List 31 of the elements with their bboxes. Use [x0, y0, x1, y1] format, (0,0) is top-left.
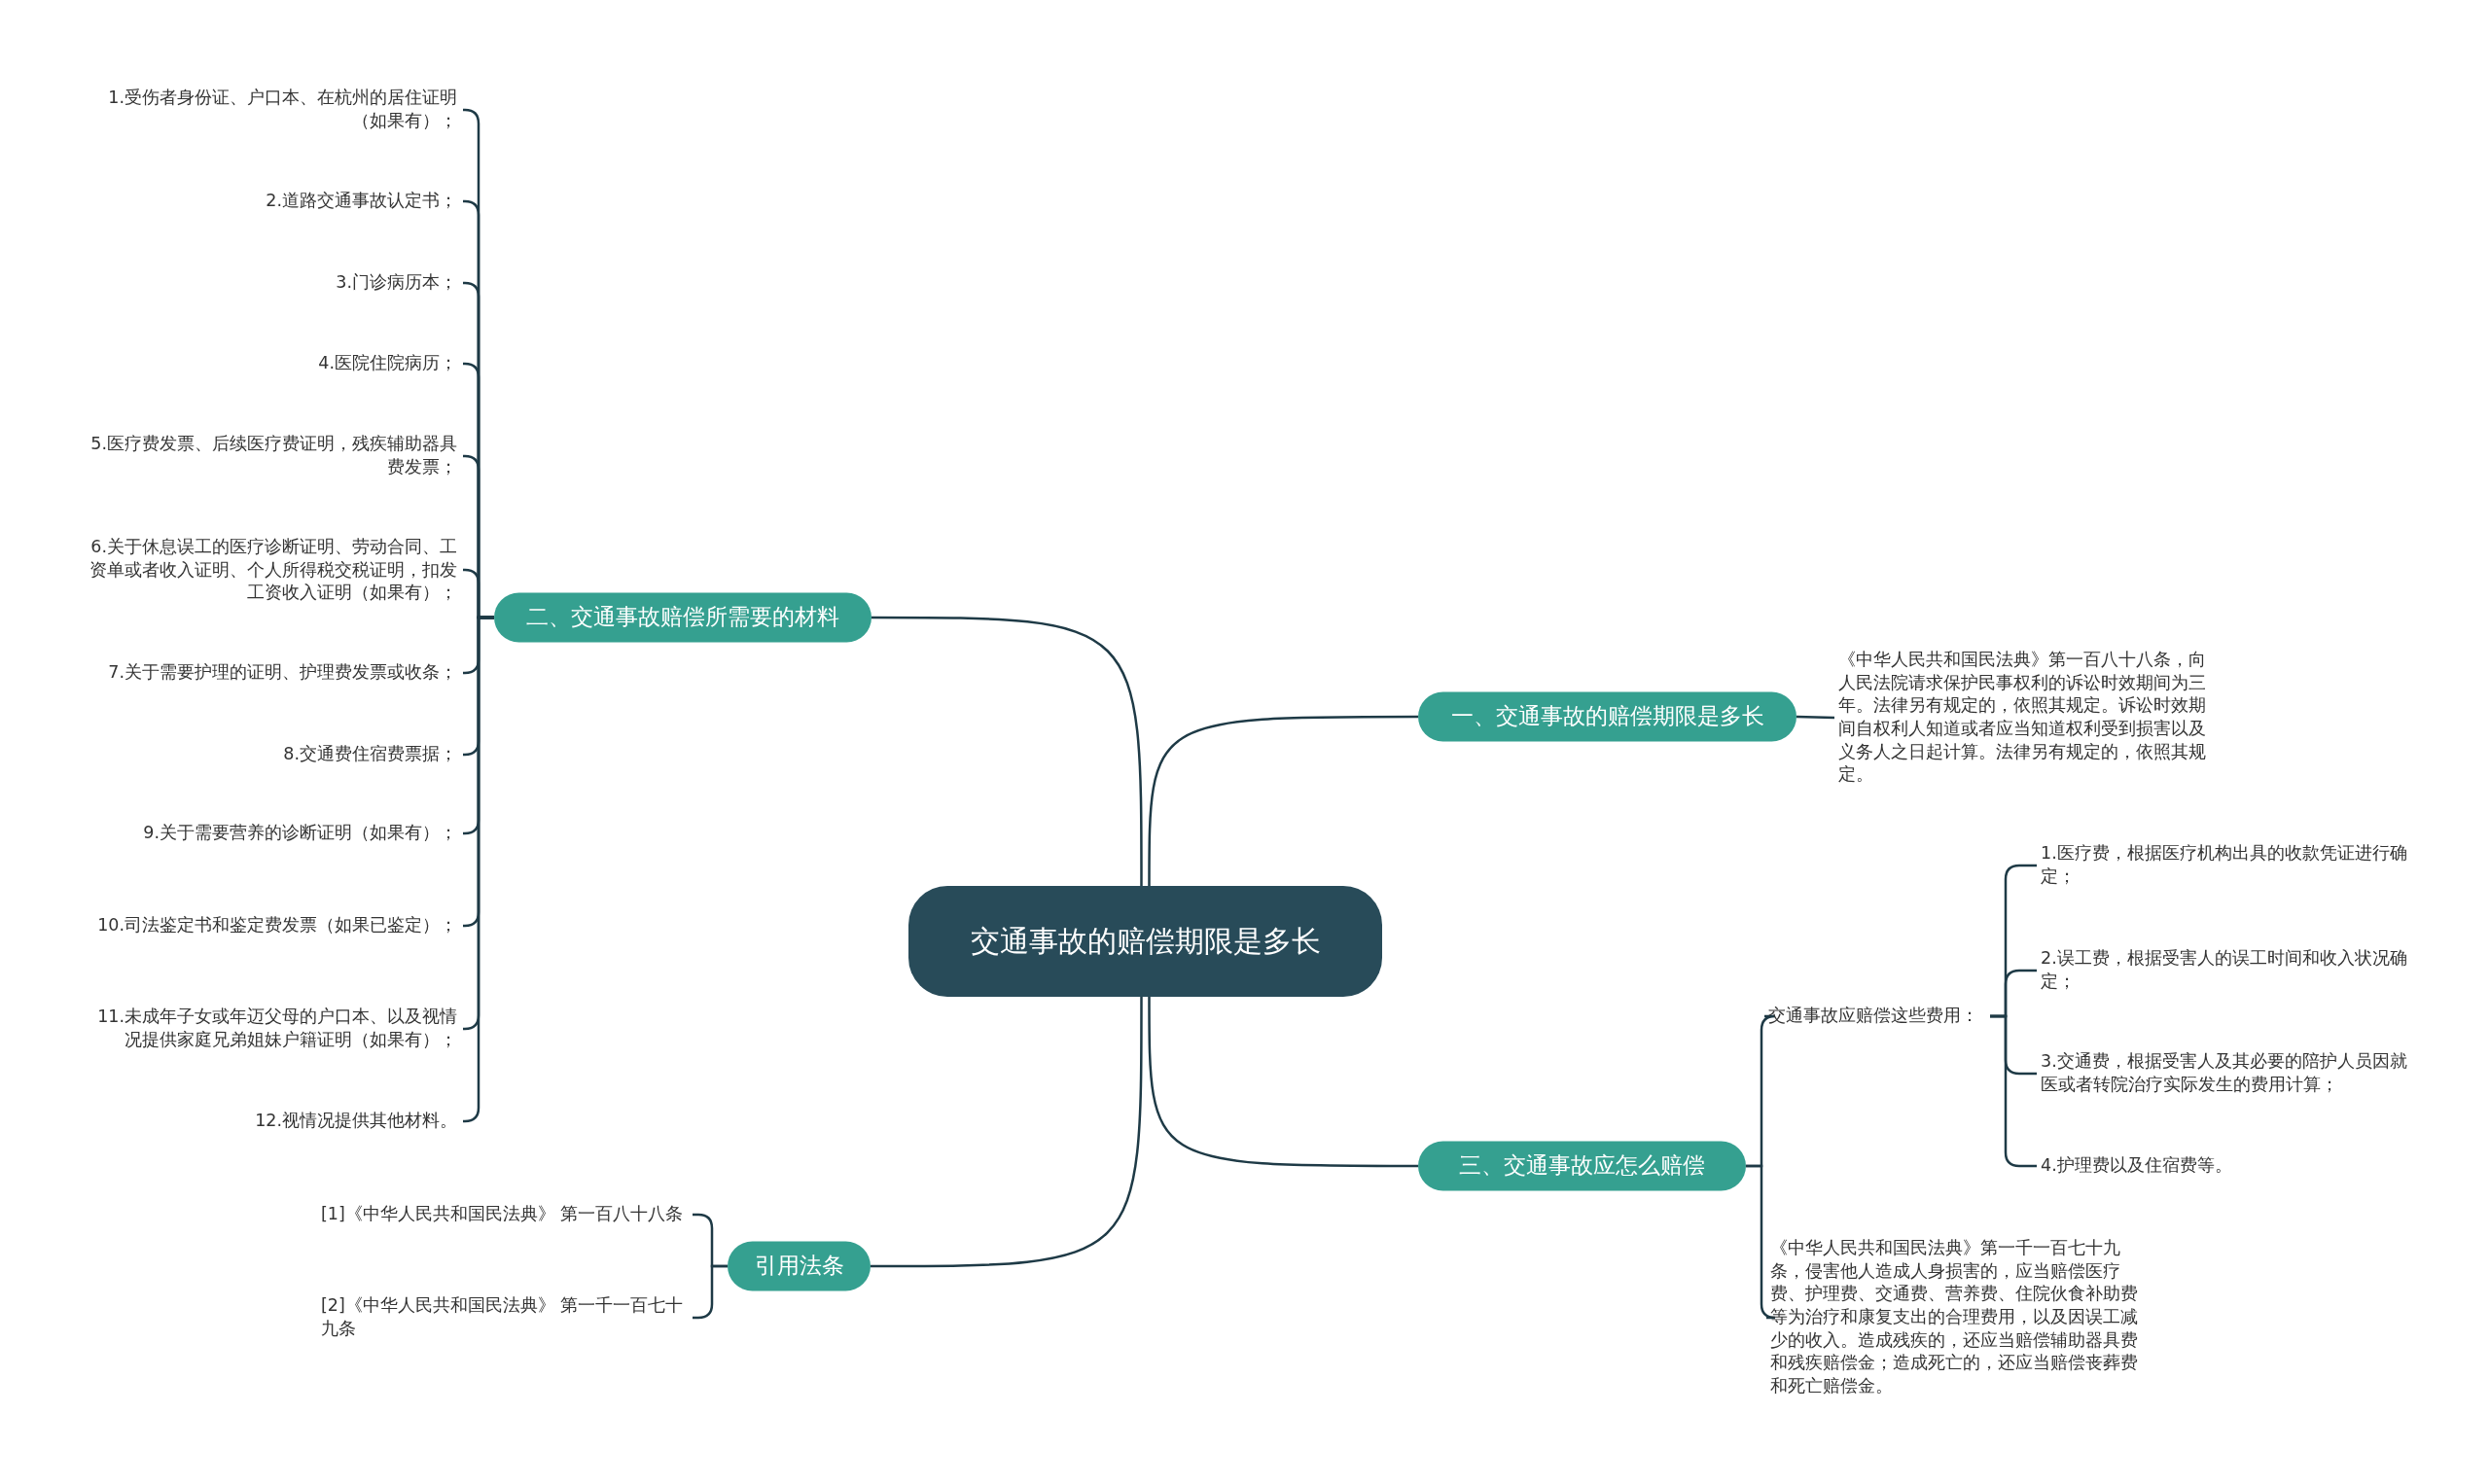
list-item: 8.交通费住宿费票据；: [86, 743, 457, 766]
list-item: 5.医疗费发票、后续医疗费证明，残疾辅助器具费发票；: [86, 433, 457, 479]
topic-pill: 三、交通事故应怎么赔偿: [1418, 1141, 1746, 1191]
connector: [1796, 715, 1835, 720]
list-item: 3.交通费，根据受害人及其必要的陪护人员因就医或者转院治疗实际发生的费用计算；: [2041, 1050, 2416, 1097]
list-item: 4.医院住院病历；: [86, 352, 457, 375]
list-item: 7.关于需要护理的证明、护理费发票或收条；: [86, 661, 457, 685]
reference-text: [1]《中华人民共和国民法典》 第一百八十八条: [321, 1203, 687, 1226]
note-text: 《中华人民共和国民法典》第一千一百七十九条，侵害他人造成人身损害的，应当赔偿医疗费、护理费、交通费、营养费、住院伙食补助费等为治疗和康复支出的合理费用，以及因误工减少的收入。造成残疾的，还应当赔偿辅助器具费和残疾赔偿金；造成死亡的，还应当赔偿丧葬费和死亡赔偿金。: [1770, 1237, 2140, 1398]
list-item: 9.关于需要营养的诊断证明（如果有）；: [86, 822, 457, 845]
topic-pill: 引用法条: [728, 1241, 871, 1291]
list-item: 3.门诊病历本；: [86, 271, 457, 295]
list-item: 11.未成年子女或年迈父母的户口本、以及视情况提供家庭兄弟姐妹户籍证明（如果有）；: [86, 1006, 457, 1052]
list-item: 2.误工费，根据受害人的误工时间和收入状况确定；: [2041, 947, 2416, 994]
connector: [872, 616, 1143, 886]
note-text: 《中华人民共和国民法典》第一百八十八条，向人民法院请求保护民事权利的诉讼时效期间为三年。法律另有规定的，依照其规定。诉讼时效期间自权利人知道或者应当知道权利受到损害以及义务人之日起计算。法律另有规定的，依照其规定。: [1838, 649, 2213, 787]
connector: [1148, 715, 1418, 886]
connector: [871, 997, 1143, 1268]
list-item: 12.视情况提供其他材料。: [86, 1110, 457, 1133]
central-topic: 交通事故的赔偿期限是多长: [908, 886, 1382, 997]
list-item: 1.医疗费，根据医疗机构出具的收款凭证进行确定；: [2041, 842, 2416, 889]
list-item: 6.关于休息误工的医疗诊断证明、劳动合同、工资单或者收入证明、个人所得税交税证明，扣发工资收入证明（如果有）；: [86, 535, 457, 605]
connector: [1148, 997, 1418, 1168]
list-item: 4.护理费以及住宿费等。: [2041, 1154, 2416, 1178]
list-item: 10.司法鉴定书和鉴定费发票（如果已鉴定）；: [86, 914, 457, 937]
topic-pill: 一、交通事故的赔偿期限是多长: [1418, 691, 1796, 742]
list-item: 1.受伤者身份证、户口本、在杭州的居住证明（如果有）；: [86, 87, 457, 133]
reference-text: [2]《中华人民共和国民法典》 第一千一百七十九条: [321, 1294, 687, 1341]
list-heading: 交通事故应赔偿这些费用：: [1768, 1005, 1990, 1028]
list-item: 2.道路交通事故认定书；: [86, 190, 457, 213]
topic-pill: 二、交通事故赔偿所需要的材料: [494, 592, 872, 643]
